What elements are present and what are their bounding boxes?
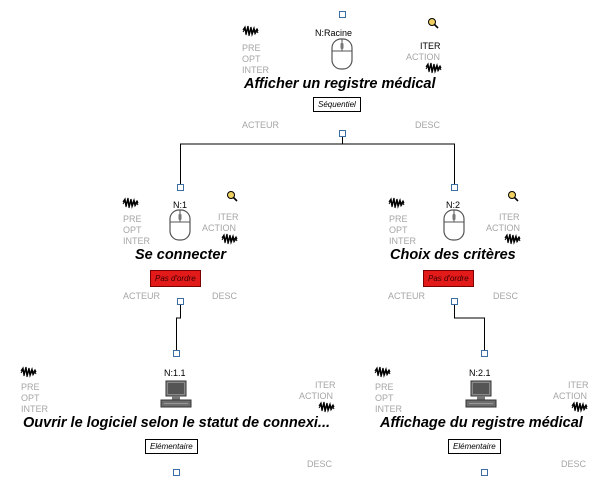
node2-inter-label: INTER xyxy=(389,236,416,246)
node1-zigzag-icon xyxy=(122,197,139,209)
node2-zigzag-icon xyxy=(388,197,405,209)
root-left-labels: PRE OPT INTER xyxy=(242,43,269,76)
node1-iter-label: ITER xyxy=(218,212,239,222)
node21-type-box[interactable]: Elémentaire xyxy=(448,439,501,454)
root-inter-label: INTER xyxy=(242,65,269,75)
node11-pre-label: PRE xyxy=(21,382,40,392)
node1-bottom-handle[interactable] xyxy=(177,298,184,305)
node1-pre-label: PRE xyxy=(123,214,142,224)
node11-left-labels: PRE OPT INTER xyxy=(21,382,48,415)
node21-computer-icon xyxy=(465,380,497,408)
root-bottom-handle[interactable] xyxy=(339,130,346,137)
root-pre-label: PRE xyxy=(242,43,261,53)
root-actor-label: ACTEUR xyxy=(242,120,280,130)
node1-title[interactable]: Se connecter xyxy=(135,247,227,263)
node2-magnifier-icon[interactable] xyxy=(507,190,520,203)
node11-computer-icon xyxy=(160,380,192,408)
node2-action-zigzag-icon xyxy=(504,233,521,245)
node2-left-labels: PRE OPT INTER xyxy=(389,214,416,247)
root-action-zigzag-icon xyxy=(425,62,442,74)
node2-bottom-handle[interactable] xyxy=(451,298,458,305)
root-desc-label: DESC xyxy=(415,120,441,130)
node2-no-order-box[interactable]: Pas d'ordre xyxy=(423,270,474,287)
node2-top-handle[interactable] xyxy=(451,184,458,191)
node11-top-handle[interactable] xyxy=(173,350,180,357)
node21-action-zigzag-icon xyxy=(571,401,588,413)
root-action-label: ACTION xyxy=(406,52,441,62)
root-title[interactable]: Afficher un registre médical xyxy=(244,76,436,92)
node1-mouse-icon xyxy=(169,209,191,241)
node21-zigzag-icon xyxy=(374,366,391,378)
node1-action-zigzag-icon xyxy=(221,233,238,245)
node11-id: N:1.1 xyxy=(164,368,186,378)
root-iter-label: ITER xyxy=(420,41,441,51)
node2-id: N:2 xyxy=(446,200,461,210)
node2-iter-label: ITER xyxy=(499,212,520,222)
node2-title[interactable]: Choix des critères xyxy=(390,247,516,263)
root-type-box[interactable]: Séquentiel xyxy=(313,97,361,112)
node21-action-label: ACTION xyxy=(553,391,588,401)
root-node-id: N:Racine xyxy=(315,28,353,38)
node21-bottom-handle[interactable] xyxy=(481,469,488,476)
root-top-handle[interactable] xyxy=(339,11,346,18)
node21-inter-label: INTER xyxy=(375,404,402,414)
node11-desc-label: DESC xyxy=(307,459,333,469)
node1-desc-label: DESC xyxy=(212,291,238,301)
node11-title[interactable]: Ouvrir le logiciel selon le statut de co… xyxy=(23,415,330,431)
node2-desc-label: DESC xyxy=(493,291,519,301)
node2-action-label: ACTION xyxy=(486,223,521,233)
node1-magnifier-icon[interactable] xyxy=(226,190,239,203)
node21-title[interactable]: Affichage du registre médical xyxy=(380,415,583,431)
node1-id: N:1 xyxy=(173,200,188,210)
node11-type-box[interactable]: Elémentaire xyxy=(145,439,198,454)
node2-actor-label: ACTEUR xyxy=(388,291,426,301)
node1-no-order-box[interactable]: Pas d'ordre xyxy=(150,270,201,287)
node11-bottom-handle[interactable] xyxy=(173,469,180,476)
node21-opt-label: OPT xyxy=(375,393,394,403)
node21-iter-label: ITER xyxy=(568,380,589,390)
node11-opt-label: OPT xyxy=(21,393,40,403)
node11-zigzag-icon xyxy=(20,366,37,378)
node11-inter-label: INTER xyxy=(21,404,48,414)
node1-opt-label: OPT xyxy=(123,225,142,235)
node2-pre-label: PRE xyxy=(389,214,408,224)
node1-actor-label: ACTEUR xyxy=(123,291,161,301)
root-mouse-icon xyxy=(331,38,353,70)
node11-action-label: ACTION xyxy=(299,391,334,401)
node21-id: N:2.1 xyxy=(469,368,491,378)
node11-action-zigzag-icon xyxy=(318,401,335,413)
node21-left-labels: PRE OPT INTER xyxy=(375,382,402,415)
node1-inter-label: INTER xyxy=(123,236,150,246)
node21-pre-label: PRE xyxy=(375,382,394,392)
node2-mouse-icon xyxy=(443,209,465,241)
node1-left-labels: PRE OPT INTER xyxy=(123,214,150,247)
root-zigzag-icon xyxy=(242,25,259,37)
root-magnifier-icon[interactable] xyxy=(427,17,440,30)
node11-iter-label: ITER xyxy=(315,380,336,390)
node1-action-label: ACTION xyxy=(202,223,237,233)
root-opt-label: OPT xyxy=(242,54,261,64)
node21-top-handle[interactable] xyxy=(481,350,488,357)
node2-opt-label: OPT xyxy=(389,225,408,235)
node1-top-handle[interactable] xyxy=(177,184,184,191)
node21-desc-label: DESC xyxy=(561,459,587,469)
